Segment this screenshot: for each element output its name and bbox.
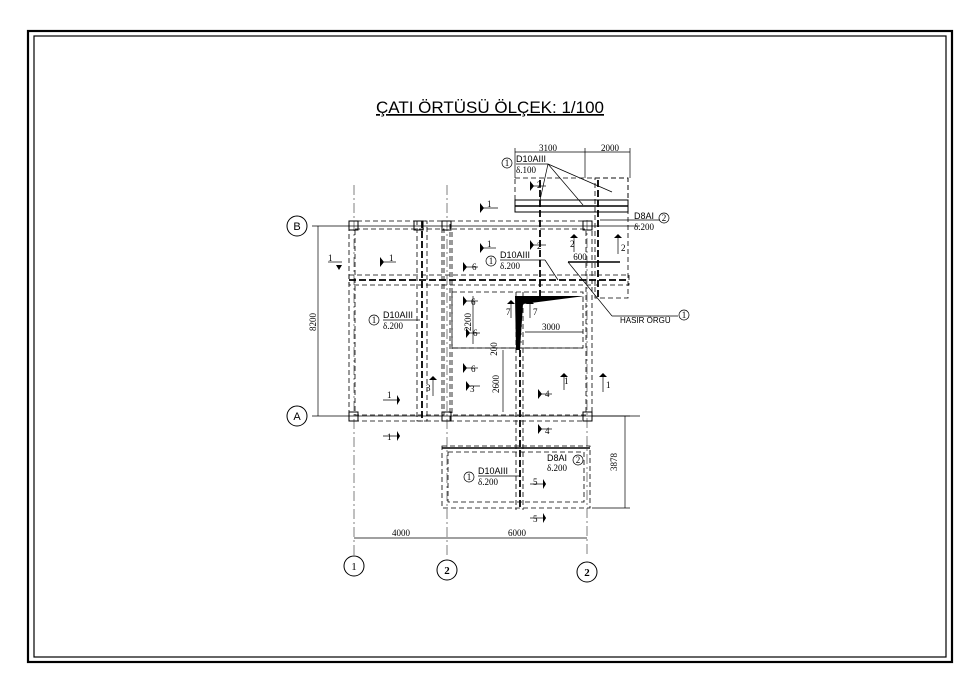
- svg-text:1: 1: [489, 256, 494, 266]
- svg-text:2: 2: [576, 455, 581, 465]
- dim-bottom: 4000 6000: [354, 528, 587, 539]
- callout-d8-bar: D8AI: [634, 211, 654, 221]
- axis-label-2b: 2: [584, 567, 590, 579]
- axis-lines: [312, 185, 640, 555]
- svg-text:2: 2: [537, 180, 542, 190]
- svg-text:1: 1: [487, 239, 492, 249]
- callout-middle-bar: D10AIII: [500, 250, 530, 260]
- callout-mesh-label: HASIR ÖRGÜ: [620, 316, 671, 325]
- callout-d8-spacing: δ.200: [634, 222, 654, 232]
- dim-2600: 2600: [491, 375, 501, 394]
- callout-mesh: HASIR ÖRGÜ 1: [567, 261, 690, 325]
- callout-top: 1 D10AIII δ.100: [501, 154, 613, 206]
- svg-text:1: 1: [487, 199, 492, 209]
- dim-200: 200: [489, 342, 499, 356]
- axis-bubble-b: B: [286, 215, 308, 237]
- svg-text:1: 1: [387, 432, 392, 442]
- svg-text:1: 1: [564, 376, 569, 386]
- callout-d8b-bar: D8AI: [547, 453, 567, 463]
- callout-d8-top: D8AI δ.200 2: [600, 211, 670, 232]
- axis-label-b: B: [293, 221, 300, 233]
- dim-2200: 2200: [463, 313, 473, 332]
- axis-label-1: 1: [351, 561, 357, 573]
- svg-text:4: 4: [545, 426, 550, 436]
- svg-text:1: 1: [606, 380, 611, 390]
- svg-text:6: 6: [471, 364, 476, 374]
- dim-600: 600: [573, 252, 587, 262]
- dim-3000: 3000: [542, 322, 561, 332]
- svg-text:1: 1: [387, 390, 392, 400]
- dim-top: 3100 2000: [514, 143, 631, 178]
- dim-stair: 2200 200 2600 3000 600: [463, 252, 590, 412]
- stair-wedge: [515, 296, 585, 350]
- svg-text:1: 1: [328, 253, 333, 263]
- callout-left: 1 D10AIII δ.200: [368, 310, 420, 331]
- callout-middle-spacing: δ.200: [500, 261, 520, 271]
- drawing-title: ÇATI ÖRTÜSÜ ÖLÇEK: 1/100: [376, 98, 604, 117]
- dim-left: 8200: [308, 226, 319, 416]
- svg-text:1: 1: [467, 472, 472, 482]
- svg-text:1: 1: [682, 310, 687, 320]
- axis-label-a: A: [293, 411, 301, 423]
- svg-text:3: 3: [426, 383, 431, 393]
- axis-bubble-2a: 2: [436, 559, 458, 581]
- callout-top-bar: D10AIII: [516, 154, 546, 164]
- callout-bottom-spacing: δ.200: [478, 477, 498, 487]
- columns: [348, 220, 593, 422]
- dim-4000: 4000: [392, 528, 411, 538]
- dim-2000: 2000: [601, 143, 620, 153]
- callout-middle: 1 D10AIII δ.200: [485, 250, 559, 281]
- svg-text:1: 1: [505, 158, 510, 168]
- dim-3100: 3100: [539, 143, 558, 153]
- svg-text:7: 7: [506, 307, 511, 317]
- callout-top-spacing: δ.100: [516, 165, 536, 175]
- dim-right: 3878: [592, 415, 630, 509]
- svg-text:7: 7: [533, 307, 538, 317]
- outer-frame: [26, 29, 954, 664]
- svg-text:4: 4: [545, 389, 550, 399]
- callout-d8-bottom: D8AI δ.200 2: [547, 453, 584, 473]
- inner-frame: [33, 35, 947, 658]
- callout-left-bar: D10AIII: [383, 310, 413, 320]
- svg-text:6: 6: [471, 297, 476, 307]
- callout-left-spacing: δ.200: [383, 321, 403, 331]
- callout-bottom: 1 D10AIII δ.200: [463, 466, 520, 487]
- callout-bottom-bar: D10AIII: [478, 466, 508, 476]
- svg-text:2: 2: [662, 213, 667, 223]
- svg-text:3: 3: [470, 384, 475, 394]
- stair-treads: [517, 309, 522, 343]
- svg-text:1: 1: [372, 315, 377, 325]
- svg-text:6: 6: [473, 328, 478, 338]
- svg-text:5: 5: [533, 514, 538, 524]
- bar-markers: 1 1 1 1 1 1 1 1 2 2 2 2 6 6 6 6 7 7 3 3 …: [328, 180, 626, 524]
- svg-text:6: 6: [472, 262, 477, 272]
- svg-text:5: 5: [533, 477, 538, 487]
- callout-d8b-spacing: δ.200: [547, 463, 567, 473]
- axis-bubble-1: 1: [343, 555, 365, 577]
- svg-text:1: 1: [389, 253, 394, 263]
- svg-text:2: 2: [621, 243, 626, 253]
- svg-text:2: 2: [537, 241, 542, 251]
- axis-label-2a: 2: [444, 565, 450, 577]
- dim-3878: 3878: [609, 453, 619, 472]
- axis-bubble-a: A: [286, 405, 308, 427]
- dim-8200: 8200: [308, 313, 318, 332]
- dim-6000: 6000: [508, 528, 527, 538]
- axis-bubble-2b: 2: [576, 561, 598, 583]
- svg-text:2: 2: [570, 239, 575, 249]
